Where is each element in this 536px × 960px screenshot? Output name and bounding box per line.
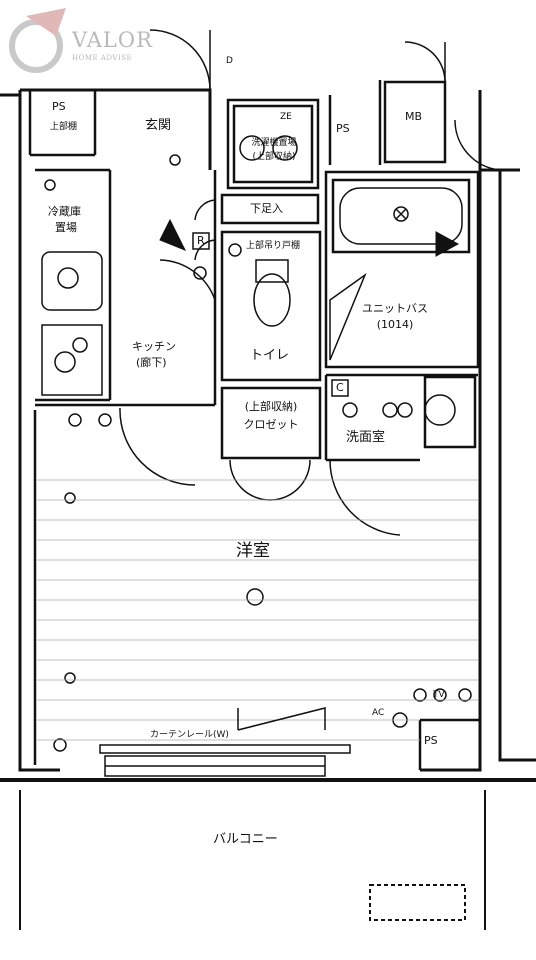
label-closet-line2: クロゼット — [243, 418, 299, 431]
logo-emblem-icon — [9, 8, 66, 73]
label-balcony: バルコニー — [213, 832, 278, 847]
label-tv: TV — [433, 690, 445, 700]
label-kitchen-line1: キッチン — [132, 340, 176, 353]
label-toilet-shelf: 上部吊り戸棚 — [246, 241, 301, 251]
label-ps-top-mid: PS — [336, 122, 350, 135]
label-ac: AC — [372, 708, 385, 718]
label-washroom: 洗面室 — [346, 430, 386, 445]
label-toilet: トイレ — [250, 348, 290, 363]
label-shoe-storage: 下足入 — [250, 202, 283, 215]
label-ps-top-left-sub: 上部棚 — [50, 122, 78, 132]
door-swings — [119, 29, 501, 536]
symbol-boxes — [192, 232, 349, 397]
label-fridge-line1: 冷蔵庫 — [48, 205, 81, 218]
label-unit-bath-line2: (1014) — [376, 318, 414, 331]
label-fridge-line2: 置場 — [55, 221, 77, 234]
label-laundry-line2: (上部収納) — [252, 152, 296, 162]
logo-name: VALOR — [72, 28, 153, 52]
brand-logo — [6, 6, 166, 76]
label-curtain-rail: カーテンレール(W) — [150, 730, 229, 740]
label-c-box: C — [336, 381, 344, 394]
label-entrance: 玄関 — [145, 118, 172, 133]
label-western-room: 洋室 — [236, 541, 270, 561]
label-ze: ZE — [280, 112, 292, 122]
walls — [0, 88, 536, 782]
window — [99, 707, 351, 777]
label-r-box: R — [197, 234, 205, 247]
label-d: D — [226, 56, 233, 66]
flooring — [37, 479, 478, 741]
label-closet-line1: (上部収納) — [244, 400, 298, 413]
label-unit-bath-line1: ユニットバス — [362, 302, 428, 315]
label-kitchen-line2: (廊下) — [136, 356, 167, 369]
fixtures — [41, 135, 472, 752]
label-ps-bottom-right: PS — [424, 734, 438, 747]
label-mb: MB — [405, 110, 423, 123]
balcony-outline — [19, 790, 486, 930]
bath-arrow — [159, 218, 460, 257]
label-ps-top-left: PS — [52, 100, 66, 113]
label-laundry-line1: 洗濯機置場 — [251, 138, 297, 148]
logo-tagline: HOME ADVISE — [72, 54, 133, 62]
